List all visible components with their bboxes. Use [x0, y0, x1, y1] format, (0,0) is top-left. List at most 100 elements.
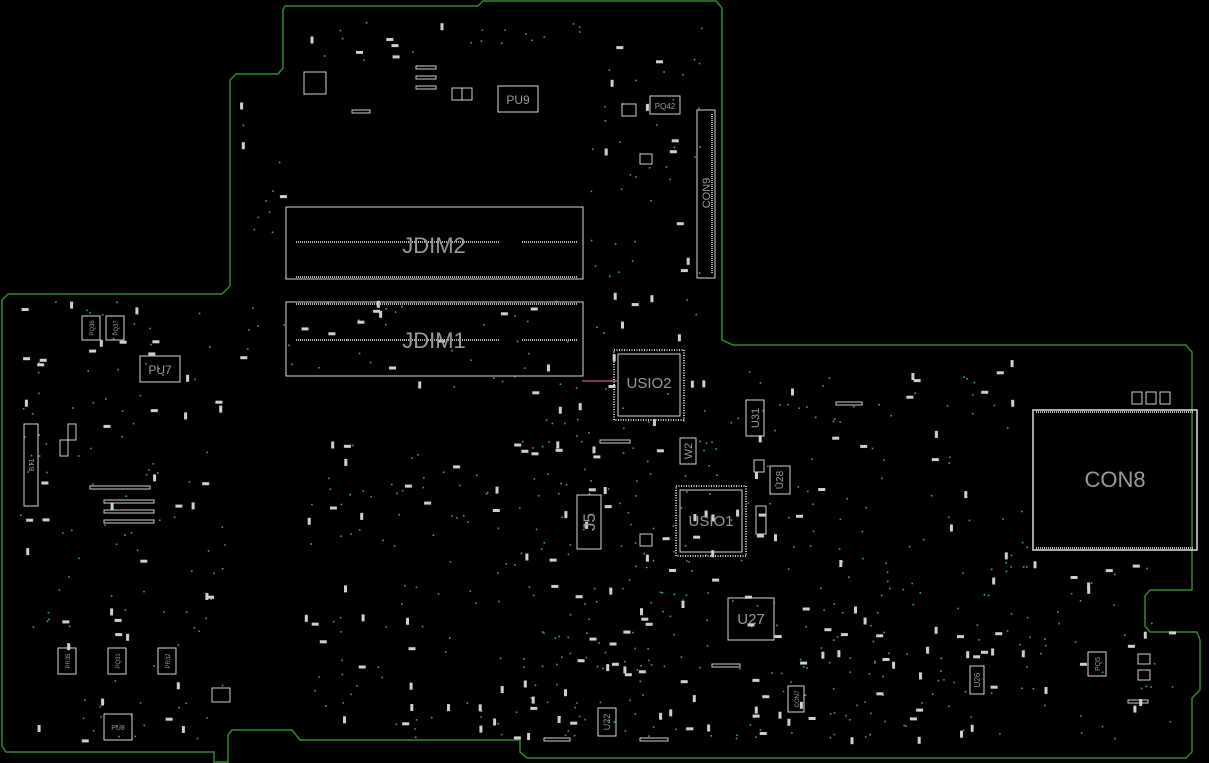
via — [584, 468, 586, 471]
via — [993, 404, 996, 407]
battery-bt1[interactable]: BT1 — [23, 423, 39, 507]
via — [701, 27, 703, 30]
via — [646, 460, 649, 463]
pad — [692, 695, 696, 703]
pad — [839, 560, 843, 567]
via — [246, 348, 249, 350]
pad — [527, 733, 531, 740]
pad — [328, 332, 336, 336]
component-pr32[interactable]: PR32 — [157, 647, 177, 675]
via — [310, 543, 312, 545]
component-pq37[interactable]: PQ37 — [105, 315, 125, 341]
via — [647, 648, 649, 650]
via — [116, 301, 118, 304]
chip-u22[interactable]: U22 — [597, 707, 617, 737]
chip-usio1[interactable]: USIO1 — [675, 485, 747, 557]
pad — [186, 374, 190, 382]
pad — [671, 139, 679, 143]
chip-pu7[interactable]: PU7 — [139, 355, 181, 383]
chip-pu8[interactable]: PU8 — [103, 713, 133, 741]
pad — [758, 435, 762, 443]
via — [1040, 652, 1042, 655]
via — [385, 323, 387, 326]
pad — [612, 354, 616, 362]
chip-u28[interactable]: U28 — [769, 465, 791, 495]
small-part — [1127, 699, 1149, 704]
small-part — [103, 519, 155, 524]
via — [414, 728, 416, 730]
via — [832, 420, 835, 423]
pad — [319, 640, 327, 644]
via — [257, 325, 259, 327]
via — [148, 469, 150, 471]
via — [188, 481, 191, 483]
chip-usio2[interactable]: USIO2 — [582, 349, 685, 421]
pad — [70, 301, 74, 309]
pad — [114, 618, 122, 622]
jdim1-label: JDIM1 — [402, 328, 466, 353]
via — [812, 530, 815, 533]
chip-pu9[interactable]: PU9 — [497, 85, 539, 113]
via — [708, 464, 710, 467]
pad — [564, 689, 567, 697]
component-w2[interactable]: W2 — [679, 437, 697, 465]
via — [1005, 561, 1007, 564]
via — [833, 733, 836, 736]
component-pq36[interactable]: PQ36 — [81, 315, 101, 341]
small-part — [461, 87, 473, 101]
via — [1080, 732, 1083, 734]
via — [349, 493, 351, 496]
via — [747, 502, 750, 504]
via — [352, 444, 354, 447]
chip-u27[interactable]: U27 — [727, 597, 775, 641]
pad — [850, 737, 854, 745]
via — [395, 723, 398, 726]
pad — [680, 269, 688, 273]
via — [978, 639, 980, 641]
pad — [995, 632, 1003, 636]
via — [558, 492, 560, 495]
component-pq42[interactable]: PQ42 — [649, 95, 681, 115]
via — [173, 516, 176, 519]
connector-con7[interactable]: CON7 — [787, 685, 805, 713]
via — [547, 473, 549, 475]
connector-con9[interactable]: CON9 — [696, 109, 716, 279]
via — [883, 631, 885, 634]
connector-jdim1[interactable]: JDIM1 — [285, 301, 584, 377]
via — [466, 702, 469, 704]
pad — [704, 510, 708, 518]
connector-jdim2[interactable]: JDIM2 — [285, 206, 584, 280]
via — [685, 594, 688, 596]
via — [798, 407, 800, 409]
via — [624, 730, 627, 732]
pad — [589, 637, 597, 641]
chip-u31[interactable]: U31 — [745, 399, 765, 437]
via — [396, 492, 398, 495]
pad — [799, 701, 803, 709]
via — [711, 441, 713, 444]
via — [541, 631, 544, 633]
pad — [1127, 644, 1135, 648]
pad — [1011, 399, 1015, 407]
pad — [357, 320, 365, 324]
via — [1010, 554, 1013, 557]
via — [350, 693, 352, 696]
component-pr35[interactable]: PR35 — [57, 647, 77, 675]
connector-j5[interactable]: J5 — [576, 494, 602, 550]
via — [749, 724, 752, 726]
via — [695, 313, 698, 316]
via — [567, 730, 570, 732]
via — [780, 672, 783, 675]
pad — [604, 148, 608, 156]
component-pq31[interactable]: PQ31 — [107, 647, 127, 675]
pad — [609, 642, 617, 646]
via — [652, 560, 655, 562]
via — [71, 529, 73, 532]
small-part — [639, 737, 669, 742]
pad — [1010, 360, 1014, 368]
component-pq5[interactable]: PQ5 — [1087, 651, 1107, 677]
via — [341, 37, 344, 40]
chip-u26[interactable]: U26 — [969, 665, 985, 695]
connector-con8[interactable]: CON8 — [1032, 409, 1198, 551]
